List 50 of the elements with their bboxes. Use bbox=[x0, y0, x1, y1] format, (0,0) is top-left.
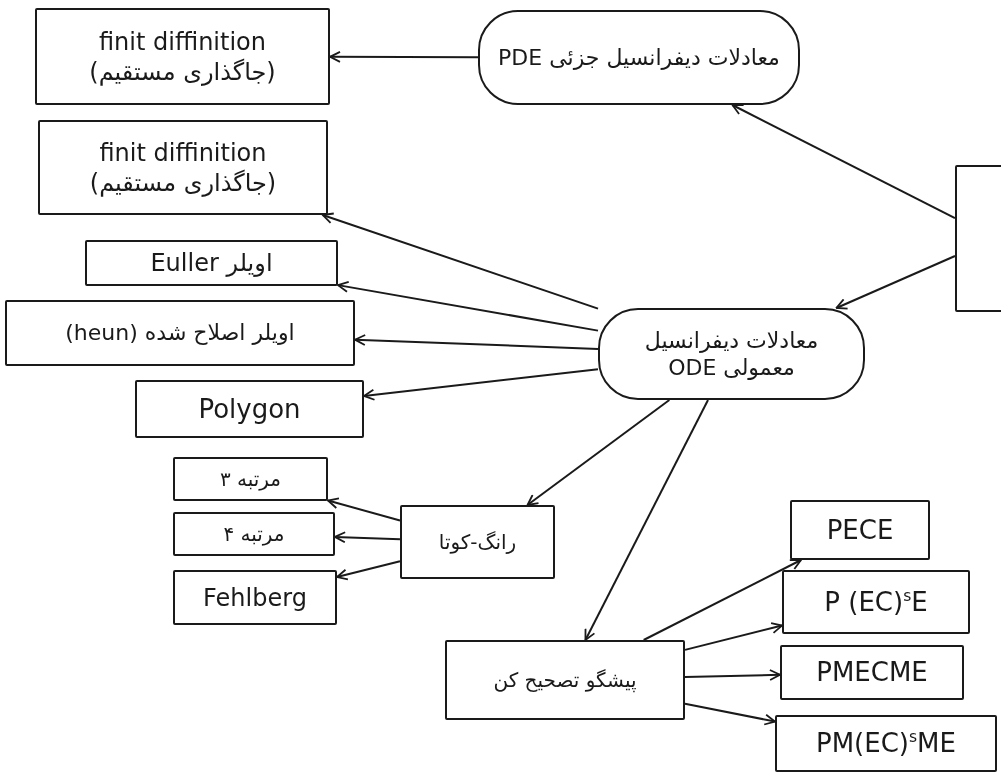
process-box bbox=[782, 570, 970, 634]
node-label: Fehlberg bbox=[203, 582, 307, 613]
process-box bbox=[400, 505, 555, 579]
node-label: PM(EC)$^{s}$ME bbox=[816, 727, 956, 760]
arrow bbox=[354, 334, 599, 350]
arrow bbox=[642, 559, 802, 641]
node-label: Polygon bbox=[198, 392, 301, 426]
node-label: پیشگو تصحیح کن bbox=[493, 667, 637, 693]
process-box bbox=[445, 640, 685, 720]
arrow bbox=[337, 281, 599, 332]
rounded-box bbox=[598, 308, 865, 400]
node-label: رانگ-کوتا bbox=[438, 529, 517, 555]
arrow bbox=[327, 497, 401, 522]
arrow bbox=[363, 368, 599, 401]
node-label: PECE bbox=[826, 513, 894, 547]
node-label: Euller اویلر bbox=[150, 248, 273, 278]
process-box bbox=[85, 240, 338, 286]
process-box bbox=[775, 715, 997, 772]
process-box bbox=[38, 120, 328, 215]
node-label: PMECME bbox=[816, 656, 928, 689]
node-label: finit diffinition bbox=[99, 26, 266, 57]
arrow bbox=[329, 50, 479, 63]
process-box bbox=[780, 645, 964, 700]
node-label: (جاگذاری مستقیم) bbox=[89, 167, 277, 198]
node-label: finit diffinition bbox=[99, 137, 267, 168]
node-label: مرتبه ۳ bbox=[219, 466, 282, 492]
node-label: مرتبه ۴ bbox=[223, 521, 285, 547]
arrow bbox=[731, 104, 956, 220]
arrow bbox=[684, 669, 781, 681]
arrow bbox=[336, 560, 401, 581]
process-box bbox=[173, 457, 328, 501]
process-box bbox=[35, 8, 330, 105]
arrow bbox=[321, 212, 599, 310]
arrow bbox=[684, 702, 776, 726]
arrow bbox=[526, 399, 671, 506]
arrow bbox=[334, 531, 401, 544]
node-label: اویلر اصلاح شده (heun) bbox=[65, 319, 295, 347]
process-box bbox=[173, 570, 337, 625]
arrow bbox=[684, 622, 783, 651]
process-box bbox=[5, 300, 355, 366]
process-box bbox=[173, 512, 335, 556]
node-label: معادلات دیفرانسیل معمولی ODE bbox=[643, 326, 820, 382]
process-box bbox=[790, 500, 930, 560]
rounded-box bbox=[478, 10, 800, 105]
node-label: معادلات دیفرانسیل جزئی PDE bbox=[498, 43, 780, 72]
arrow bbox=[835, 255, 956, 310]
node-label: (جاگذاری مستقیم) bbox=[89, 56, 276, 87]
node-label: P (EC)$^{s}$E bbox=[824, 585, 928, 619]
arrow bbox=[584, 399, 709, 641]
process-box bbox=[135, 380, 364, 438]
